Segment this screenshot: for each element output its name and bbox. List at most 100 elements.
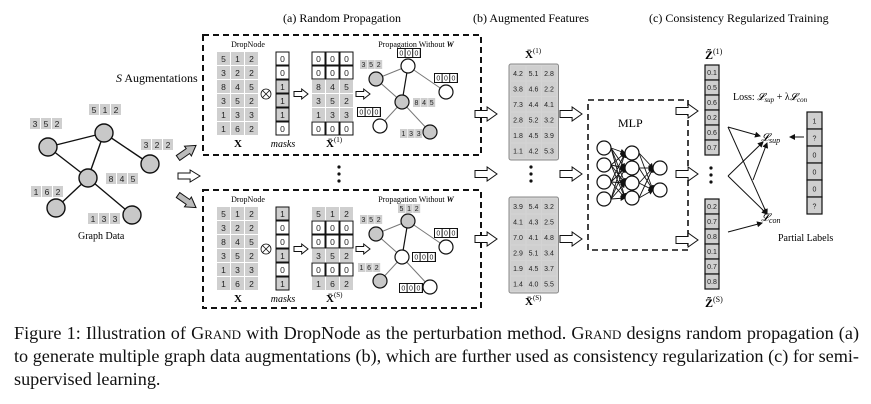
feature-chip [31, 186, 41, 197]
feature-cell-value: 4.5 [529, 133, 539, 140]
prediction-cell-value: 0.7 [707, 219, 717, 226]
feature-cell [542, 128, 557, 143]
xbar-cell [312, 108, 325, 121]
augmentation-arrows [175, 144, 201, 209]
zero-chip [442, 74, 450, 82]
prediction-cell-value: 0.7 [707, 145, 717, 152]
feature-cell-value: 4.1 [513, 220, 523, 227]
xbar-cell [312, 277, 325, 290]
augmentation-arrow-down [175, 191, 197, 209]
feature-chip-value: 1 [91, 214, 96, 224]
x-cell [245, 80, 258, 93]
feature-cell [542, 112, 557, 127]
mlp-connection [638, 167, 654, 199]
prediction-cell-value: 0.2 [707, 204, 717, 211]
x-cell [245, 108, 258, 121]
xbar-cell-value: 0 [330, 54, 335, 64]
x-cell-value: 1 [221, 110, 226, 120]
prediction-ellipsis [709, 166, 713, 184]
xbar-cell-value: 0 [344, 54, 349, 64]
xbar-cell-value: 0 [316, 265, 321, 275]
feature-chip-value: 5 [369, 217, 373, 224]
graph-node-bottom-right [122, 205, 142, 225]
xbar-cell [340, 207, 353, 220]
mlp-connection [610, 147, 627, 199]
x-cell-value: 1 [221, 124, 226, 134]
feature-chip [128, 173, 138, 184]
mask-cell [275, 65, 290, 80]
feature-chip-value: 2 [166, 140, 171, 150]
xbar-cell-value: 0 [344, 68, 349, 78]
x-cell-value: 5 [235, 96, 240, 106]
mlp-connection [610, 195, 626, 202]
feature-chip [100, 104, 110, 115]
partial-label-value: 0 [813, 170, 817, 177]
caption-text: with DropNode as the perturbation method… [241, 323, 572, 343]
xbar-cell [325, 234, 340, 249]
augmentation-arrow-up [175, 144, 197, 162]
x-cell [231, 235, 244, 248]
x-cell-value: 4 [235, 237, 240, 247]
prediction-cell [704, 273, 720, 290]
feature-chip [106, 173, 116, 184]
header-augmented-features: (b) Augmented Features [473, 11, 589, 25]
zero-chip [450, 229, 457, 237]
feature-chip [360, 60, 367, 69]
feature-chip-value: 5 [400, 206, 404, 213]
feature-chip [400, 129, 407, 138]
arrow-mid-to-con [727, 175, 768, 215]
grand-figure: (a) Random Propagation (b) Augmented Fea… [30, 11, 833, 310]
x-cell-value: 3 [235, 110, 240, 120]
x-cell-value: 2 [235, 68, 240, 78]
x-cell-value: 2 [249, 251, 254, 261]
mlp-connection [610, 167, 626, 200]
prop-node-center [394, 249, 410, 265]
xbar-cell [325, 65, 340, 80]
mask-cell [275, 93, 290, 108]
feature-cell-value: 4.6 [529, 87, 539, 94]
x-cell-value: 2 [235, 223, 240, 233]
x-cell-value: 3 [221, 68, 226, 78]
prop-node-left [368, 226, 384, 242]
feature-chip-value: 5 [430, 100, 434, 107]
prop-node-top [400, 58, 416, 74]
x-cell-value: 2 [249, 54, 254, 64]
mask-cell-value: 1 [280, 279, 285, 289]
mlp-neuron [596, 140, 612, 156]
feature-chip [405, 204, 413, 213]
feature-cell [526, 81, 541, 96]
partial-label-cell [806, 196, 823, 215]
feature-chip [110, 213, 120, 224]
feature-cell [526, 199, 541, 214]
feature-cell-value: 3.7 [544, 266, 554, 273]
propagation-label: Propagation Without W [378, 40, 454, 49]
x-cell [231, 94, 244, 107]
feature-chip-value: 2 [377, 217, 381, 224]
zero-chip-value: 0 [409, 286, 413, 293]
masks-label: masks [271, 139, 296, 150]
feature-cell-value: 3.4 [544, 251, 554, 258]
x-cell [245, 122, 258, 135]
xbar-cell [311, 121, 326, 136]
prediction-sup: (1) [713, 47, 723, 56]
xbar-cell [312, 207, 325, 220]
x-cell [245, 221, 258, 234]
feature-cell-value: 5.2 [529, 118, 539, 125]
zero-chip-value: 0 [436, 76, 440, 83]
x-cell-value: 1 [221, 279, 226, 289]
zero-chip-value: 0 [417, 286, 421, 293]
arrow-to-features-1 [474, 106, 498, 122]
feature-cell-value: 1.1 [513, 149, 523, 156]
augmentation-box-1 [202, 34, 482, 156]
x-cell-value: 5 [249, 82, 254, 92]
xbar-cell-value: 2 [344, 279, 349, 289]
x-cell [245, 235, 258, 248]
x-cell-value: 3 [249, 265, 254, 275]
xbar-cell-value: 0 [316, 237, 321, 247]
feature-cell-value: 1.9 [513, 266, 523, 273]
